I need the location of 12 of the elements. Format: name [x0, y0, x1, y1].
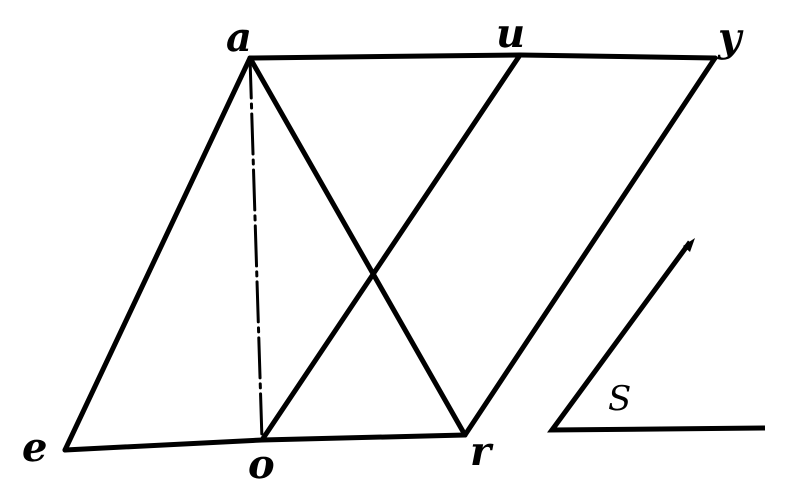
- point-label: o: [248, 445, 275, 483]
- point-label: a: [226, 18, 252, 58]
- line-segment: [248, 56, 468, 438]
- point-label: e: [22, 428, 48, 468]
- line-segment: [518, 52, 718, 60]
- point-label: r: [470, 432, 492, 472]
- point-label: y: [718, 18, 742, 58]
- angle-label: S: [608, 382, 632, 416]
- line-segment: [62, 56, 252, 452]
- line-segment: [260, 432, 468, 442]
- point-label: u: [496, 14, 526, 54]
- line-segment: [462, 56, 718, 438]
